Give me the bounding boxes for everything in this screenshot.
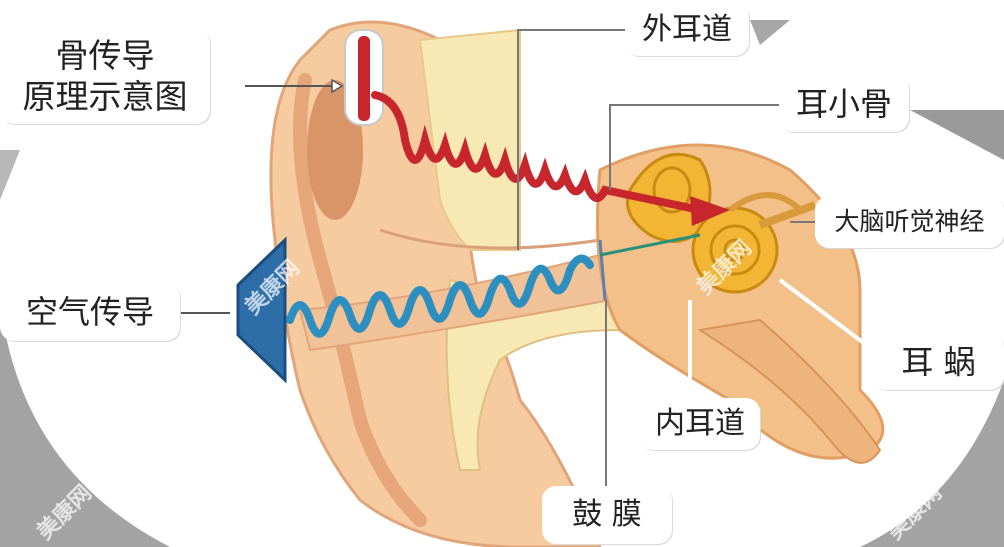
- pointer-ext: [517, 29, 625, 250]
- pointer-title-arrowhead: [331, 78, 344, 94]
- title-line-1: 骨传导: [55, 35, 155, 75]
- skull-bone: [418, 28, 521, 251]
- bg-gray-top-left: [0, 150, 20, 200]
- title-line-2: 原理示意图: [22, 77, 188, 116]
- label-inner-canal: 内耳道: [640, 398, 760, 450]
- label-external-canal: 外耳道: [625, 4, 749, 56]
- label-eardrum: 鼓 膜: [542, 486, 672, 544]
- eustachian-tube: [697, 318, 882, 464]
- cochlea-core: [723, 238, 747, 262]
- label-cochlea: 耳 蜗: [873, 334, 1004, 390]
- ossicle-inner: [652, 166, 692, 214]
- label-auditory-nerve: 大脑听觉神经: [815, 196, 1004, 248]
- label-air-conduction: 空气传导: [0, 283, 180, 341]
- bg-gray-top-right: [910, 110, 1004, 160]
- title-callout: 骨传导 原理示意图: [0, 28, 210, 124]
- eardrum: [598, 239, 607, 301]
- pointer-coch: [778, 278, 875, 352]
- canal-wall: [379, 228, 601, 250]
- callout-tail-ext: [750, 20, 790, 45]
- label-ossicles: 耳小骨: [779, 76, 909, 132]
- semicircular-canal: [728, 192, 803, 213]
- pointer-oss: [609, 104, 779, 190]
- bg-gray-right: [860, 380, 1004, 547]
- bone-conduction-wave: [371, 91, 704, 214]
- device-core: [358, 36, 370, 121]
- auditory-nerve: [758, 201, 817, 229]
- red-arrow: [690, 196, 730, 226]
- air-conduction-wave: [286, 254, 594, 338]
- bg-gray-left: [0, 300, 170, 547]
- speaker: [236, 236, 287, 384]
- cochlea-spiral: [709, 224, 761, 276]
- nerve-line: [599, 233, 701, 257]
